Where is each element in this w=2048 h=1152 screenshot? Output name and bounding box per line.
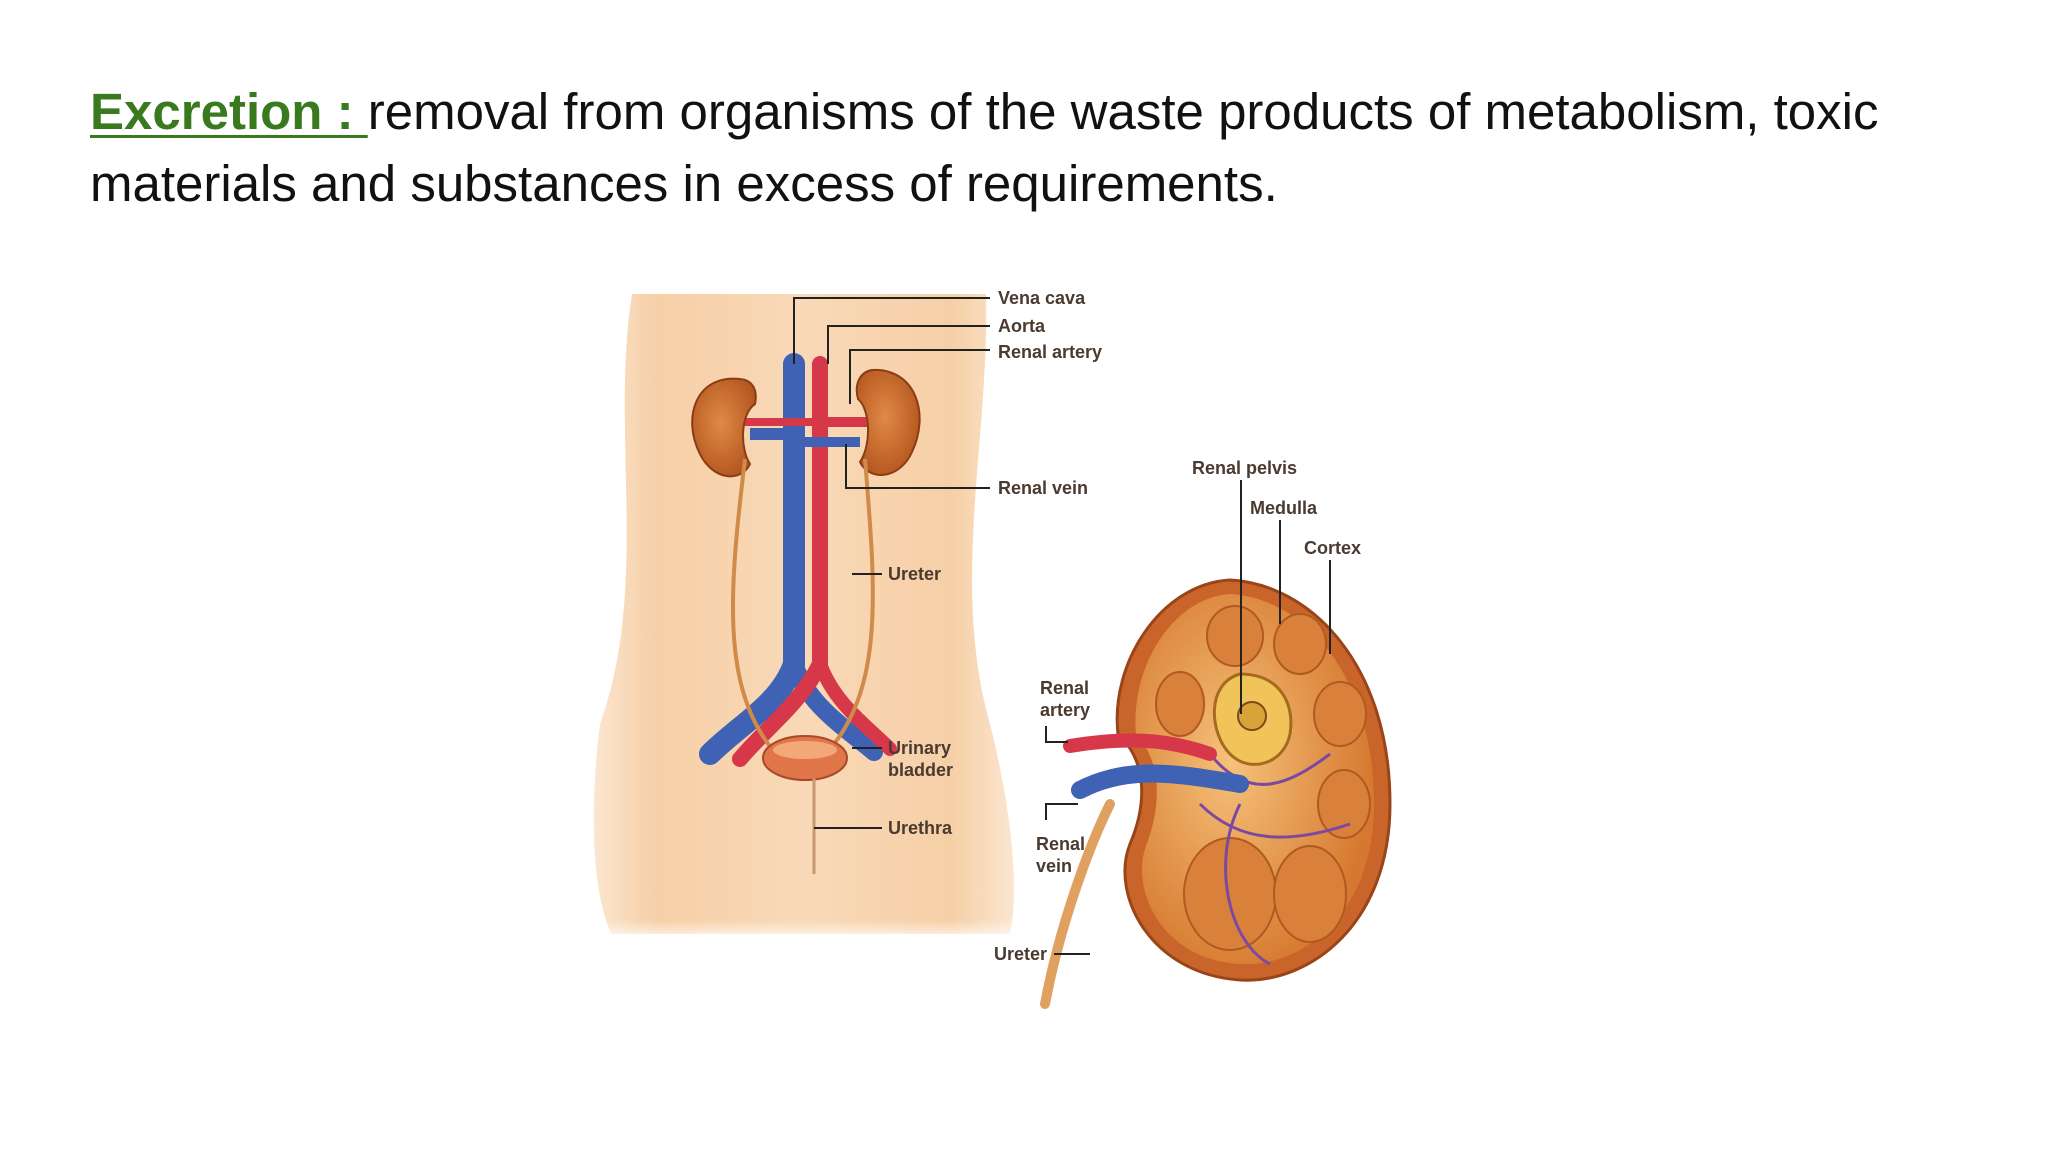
urinary-bladder (763, 736, 847, 780)
label-ureter-body: Ureter (888, 564, 941, 584)
label-urinary-bladder-line2: bladder (888, 760, 953, 780)
label-renal-artery-body: Renal artery (998, 342, 1102, 362)
label-ureter-section: Ureter (994, 944, 1047, 964)
label-aorta: Aorta (998, 316, 1046, 336)
term-excretion: Excretion : (90, 83, 368, 140)
torso (590, 294, 1030, 944)
label-urinary-bladder-line1: Urinary (888, 738, 951, 758)
label-cortex: Cortex (1304, 538, 1361, 558)
label-renal-vein-section-line1: Renal (1036, 834, 1085, 854)
label-urethra: Urethra (888, 818, 953, 838)
label-renal-artery-section-line2: artery (1040, 700, 1090, 720)
excretory-system-figure: Vena cava Aorta Renal artery Renal vein … (590, 284, 1410, 1144)
label-medulla: Medulla (1250, 498, 1318, 518)
label-renal-vein-section-line2: vein (1036, 856, 1072, 876)
label-renal-vein-body: Renal vein (998, 478, 1088, 498)
label-renal-pelvis: Renal pelvis (1192, 458, 1297, 478)
definition-text: Excretion : removal from organisms of th… (90, 76, 1990, 220)
excretory-system-diagram: Vena cava Aorta Renal artery Renal vein … (590, 284, 1410, 1144)
label-renal-artery-section-line1: Renal (1040, 678, 1089, 698)
label-vena-cava: Vena cava (998, 288, 1086, 308)
